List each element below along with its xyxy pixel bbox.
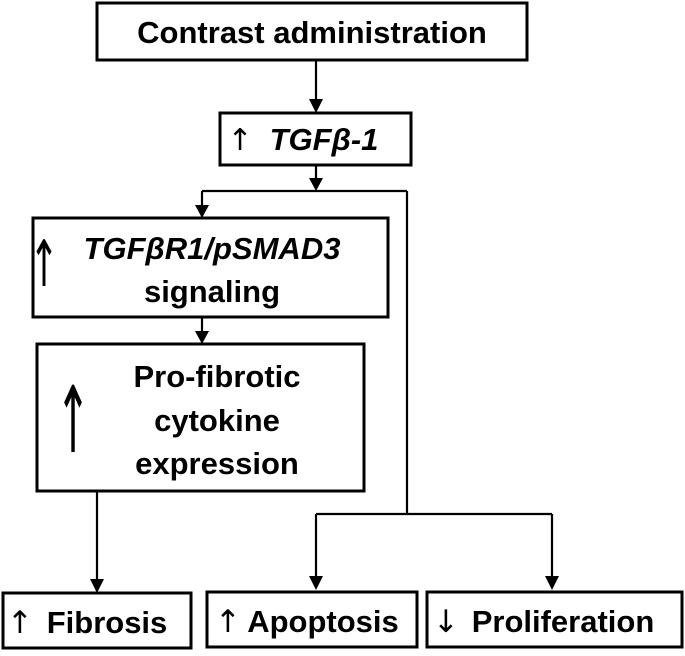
node-contrast-label: Contrast administration	[137, 15, 487, 50]
node-cytokine-line2: cytokine	[154, 403, 280, 438]
node-cytokine-line1: Pro-fibrotic	[133, 359, 300, 394]
node-proliferation-box	[425, 590, 684, 649]
node-receptor-line1: TGFβR1/pSMAD3	[84, 231, 341, 266]
node-fibrosis: ↑ Fibrosis	[1, 591, 193, 650]
node-tgfb1-box	[218, 111, 413, 167]
node-contrast-box	[95, 1, 529, 62]
node-receptor-line2: signaling	[144, 274, 280, 309]
arrowhead-tgfb1	[309, 99, 323, 113]
node-apoptosis-label: Apoptosis	[247, 604, 399, 639]
up-arrow-icon: ↑	[227, 123, 252, 158]
node-cytokine-line3: expression	[135, 446, 299, 481]
node-receptor-box	[31, 216, 390, 319]
connectors	[90, 60, 559, 593]
node-receptor-signaling: ↑ TGFβR1/pSMAD3 signaling	[29, 216, 390, 319]
up-arrow-icon: ↑	[215, 604, 241, 640]
node-fibrosis-label: Fibrosis	[47, 605, 168, 640]
arrowhead-split	[309, 178, 323, 191]
up-arrow-icon: ↑	[56, 367, 91, 474]
up-arrow-icon: ↑	[7, 605, 33, 641]
node-cytokine-expression: ↑ Pro-fibrotic cytokine expression	[35, 342, 366, 493]
node-fibrosis-box	[1, 591, 193, 650]
node-contrast-administration: Contrast administration	[95, 1, 529, 62]
node-tgfb1-label: TGFβ-1	[270, 122, 379, 157]
node-tgfb1: ↑ TGFβ-1	[218, 111, 413, 167]
arrowhead-fibrosis	[90, 579, 104, 593]
node-apoptosis: ↑ Apoptosis	[205, 590, 419, 649]
node-proliferation-label: Proliferation	[472, 604, 655, 639]
up-arrow-icon: ↑	[29, 228, 58, 302]
down-arrow-icon: ↓	[433, 604, 459, 640]
node-apoptosis-box	[205, 590, 419, 649]
arrowhead-cytokine	[195, 331, 209, 344]
arrowhead-proliferation	[545, 576, 559, 590]
node-cytokine-box	[35, 342, 366, 493]
node-proliferation: ↓ Proliferation	[425, 590, 684, 649]
arrowhead-apoptosis	[309, 576, 323, 590]
arrowhead-receptor	[195, 205, 209, 218]
